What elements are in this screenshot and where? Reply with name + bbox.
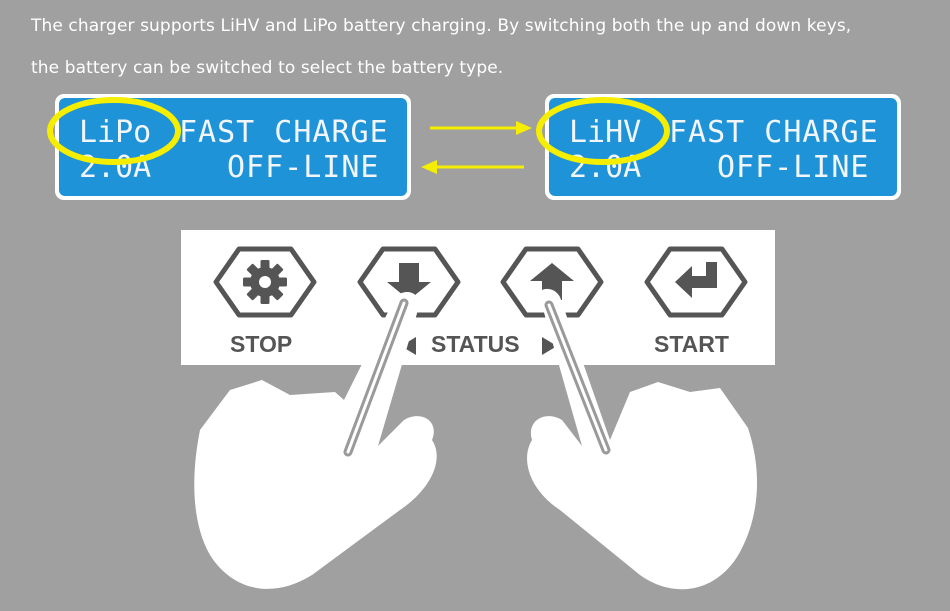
connection-status-label: OFF-LINE — [227, 150, 380, 185]
down-button[interactable] — [357, 246, 461, 318]
status-label: STATUS — [431, 331, 520, 357]
battery-type-label: LiPo — [79, 115, 152, 150]
battery-type-label: LiHV — [569, 115, 642, 150]
lcd-screen: LiPo FAST CHARGE 2.0A OFF-LINE — [59, 98, 407, 196]
pointing-hand-icon — [527, 288, 758, 590]
status-left-triangle-icon — [401, 337, 416, 355]
lcd-display-lihv: LiHV FAST CHARGE 2.0A OFF-LINE — [545, 94, 901, 200]
stop-label: STOP — [230, 331, 293, 357]
gear-icon — [243, 260, 287, 304]
start-label: START — [654, 331, 729, 357]
up-arrow-icon — [530, 263, 574, 300]
highlight-ellipse-lipo — [47, 97, 181, 165]
enter-arrow-icon — [675, 262, 717, 298]
charge-mode-label: FAST CHARGE — [669, 115, 879, 150]
caption-line-2: the battery can be switched to select th… — [31, 58, 504, 78]
lcd-display-lipo: LiPo FAST CHARGE 2.0A OFF-LINE — [55, 94, 411, 200]
pointing-hand-icon — [194, 292, 437, 589]
status-right-triangle-icon — [542, 337, 557, 355]
caption-line-1: The charger supports LiHV and LiPo batte… — [31, 16, 852, 36]
connection-status-label: OFF-LINE — [717, 150, 870, 185]
down-arrow-icon — [387, 263, 431, 300]
arrow-right-icon — [430, 121, 532, 135]
stop-button[interactable] — [213, 246, 317, 318]
charge-mode-label: FAST CHARGE — [179, 115, 389, 150]
lcd-screen: LiHV FAST CHARGE 2.0A OFF-LINE — [549, 98, 897, 196]
up-button[interactable] — [500, 246, 604, 318]
arrow-left-icon — [421, 160, 524, 174]
highlight-ellipse-lihv — [536, 97, 670, 165]
start-button[interactable] — [644, 246, 748, 318]
